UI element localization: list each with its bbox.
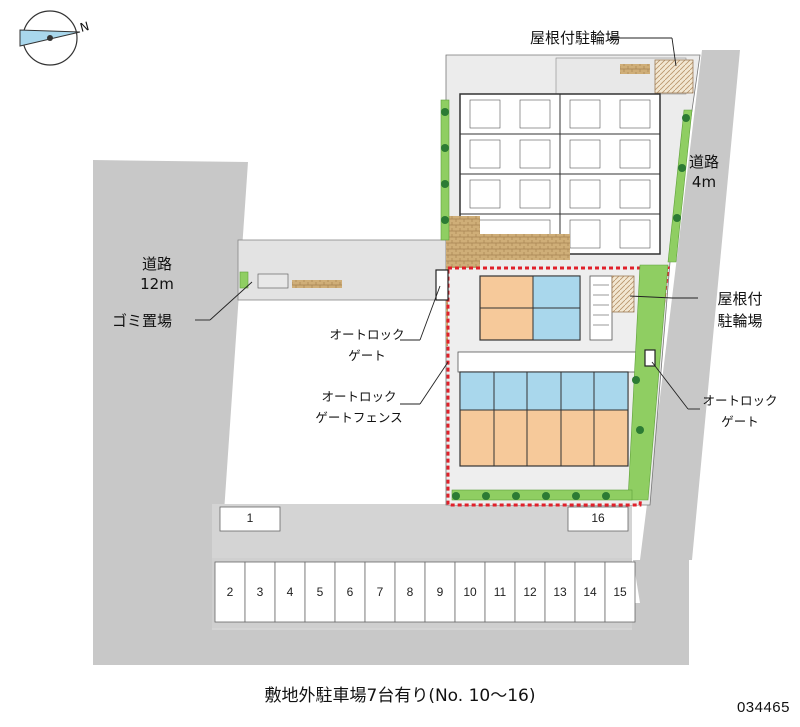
parking-slot-box <box>244 561 276 623</box>
roof-bike-right-line1: 屋根付 <box>717 290 763 308</box>
side-road-label: 道路 4m <box>684 152 724 192</box>
roof-bike-top-area <box>654 59 694 94</box>
upper-building <box>459 93 661 255</box>
parking-slot-number: 9 <box>436 585 444 599</box>
lower-building <box>457 351 639 467</box>
parking-slot-number: 14 <box>583 585 597 599</box>
parking-slot-number: 7 <box>376 585 384 599</box>
main-road-label-line1: 道路 <box>141 255 172 273</box>
parking-slot-number: 5 <box>316 585 324 599</box>
parking-slot-box <box>274 561 306 623</box>
parking-slot-box <box>394 561 426 623</box>
parking-slot-box <box>544 561 576 623</box>
parking-slot-box <box>574 561 606 623</box>
parking-slot-box <box>214 561 246 623</box>
autolock-fence-label: オートロック ゲートフェンス <box>310 386 408 428</box>
parking-slot-box <box>514 561 546 623</box>
autolock-gate-left-line1: オートロック <box>329 327 405 342</box>
main-road-label: 道路 12m <box>132 254 182 294</box>
autolock-fence-line1: オートロック <box>321 389 397 404</box>
side-road <box>640 50 740 560</box>
parking-slot-1-box <box>219 506 281 532</box>
parking-slot-number: 13 <box>553 585 567 599</box>
roof-bike-right-area <box>611 275 635 313</box>
parking-slot-number: 3 <box>256 585 264 599</box>
parking-row <box>214 561 636 623</box>
autolock-gate-left-label: オートロック ゲート <box>322 324 412 366</box>
autolock-fence-line2: ゲートフェンス <box>315 410 403 425</box>
caption: 敷地外駐車場7台有り(No. 10～16) <box>264 686 536 706</box>
walkway <box>237 239 455 301</box>
autolock-gate-left <box>435 269 449 301</box>
parking-slot-number: 11 <box>493 585 507 599</box>
parking-slot-16-box <box>567 506 629 532</box>
parking-slot-number: 15 <box>613 585 627 599</box>
trees <box>441 108 690 500</box>
main-road-label-line2: 12m <box>140 275 174 293</box>
parking-slot-number: 6 <box>346 585 354 599</box>
garbage-area <box>257 273 289 289</box>
garbage-label: ゴミ置場 <box>112 312 173 330</box>
compass-icon <box>19 10 81 66</box>
parking-slot-box <box>604 561 636 623</box>
autolock-gate-right <box>644 349 656 367</box>
autolock-gate-left-line2: ゲート <box>348 348 386 363</box>
parking-slot-box <box>334 561 366 623</box>
parking-slot-number: 12 <box>523 585 537 599</box>
side-road-label-line1: 道路 <box>688 153 719 171</box>
autolock-gate-right-line2: ゲート <box>721 414 759 429</box>
autolock-gate-right-line1: オートロック <box>702 393 778 408</box>
parking-slot-box <box>424 561 456 623</box>
parking-slot-1: 1 <box>246 511 254 525</box>
parking-slot-number: 2 <box>226 585 234 599</box>
parking-slot-number: 4 <box>286 585 294 599</box>
roof-bike-right-line2: 駐輪場 <box>717 312 763 330</box>
middle-building <box>479 275 613 341</box>
parking-slot-number: 10 <box>463 585 477 599</box>
side-road-label-line2: 4m <box>691 173 717 191</box>
roof-bike-right-label: 屋根付 駐輪場 <box>700 288 780 332</box>
parking-slot-box <box>304 561 336 623</box>
parking-slot-number: 8 <box>406 585 414 599</box>
property-code: 034465 <box>736 699 790 716</box>
hedges <box>239 99 693 501</box>
roof-bike-top-label: 屋根付駐輪場 <box>530 29 621 47</box>
parking-slot-box <box>454 561 486 623</box>
parking-slot-box <box>364 561 396 623</box>
autolock-gate-right-label: オートロック ゲート <box>700 390 780 432</box>
parking-slot-16: 16 <box>591 511 605 525</box>
